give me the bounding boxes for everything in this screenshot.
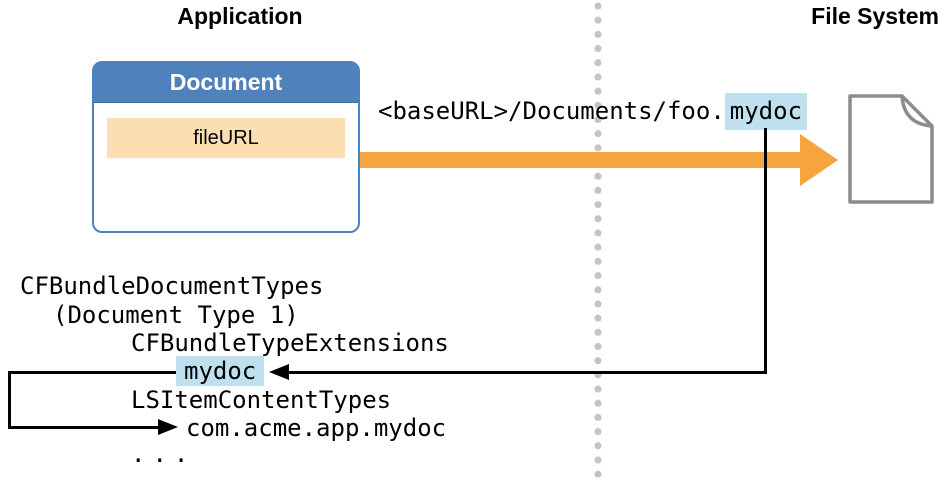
file-icon — [848, 94, 934, 204]
connector-horizontal-right — [287, 371, 767, 374]
fileurl-field: fileURL — [107, 118, 345, 158]
plist-line-lsitemcontenttypes: LSItemContentTypes — [131, 386, 392, 414]
arrowhead-left-icon — [269, 364, 289, 380]
plist-line-cfbundletypeextensions: CFBundleTypeExtensions — [131, 329, 449, 357]
plist-mydoc-highlight: mydoc — [176, 356, 265, 386]
orange-arrow-head-icon — [800, 134, 838, 186]
orange-arrow-body — [360, 152, 802, 168]
connector-horizontal-left — [8, 371, 176, 374]
dotted-separator-line — [594, 2, 602, 480]
plist-line-content-type-id: com.acme.app.mydoc — [186, 414, 447, 442]
file-path-prefix: <baseURL>/Documents/foo. — [378, 97, 725, 125]
arrowhead-right-icon — [158, 419, 178, 435]
application-heading: Application — [177, 3, 303, 29]
plist-line-ellipsis: ... — [131, 440, 196, 468]
connector-vertical-left — [8, 371, 11, 429]
plist-line-document-type-1: (Document Type 1) — [53, 301, 299, 329]
document-box-title: Document — [94, 63, 358, 103]
document-box: Document fileURL — [92, 61, 360, 233]
file-path-extension-highlight: mydoc — [724, 93, 808, 130]
plist-line-cfbundledocumenttypes: CFBundleDocumentTypes — [20, 272, 324, 300]
file-system-heading: File System — [811, 3, 939, 29]
connector-vertical-right — [764, 128, 767, 374]
file-path-label: <baseURL>/Documents/foo.mydoc — [378, 93, 808, 130]
connector-horizontal-bottom — [8, 426, 158, 429]
